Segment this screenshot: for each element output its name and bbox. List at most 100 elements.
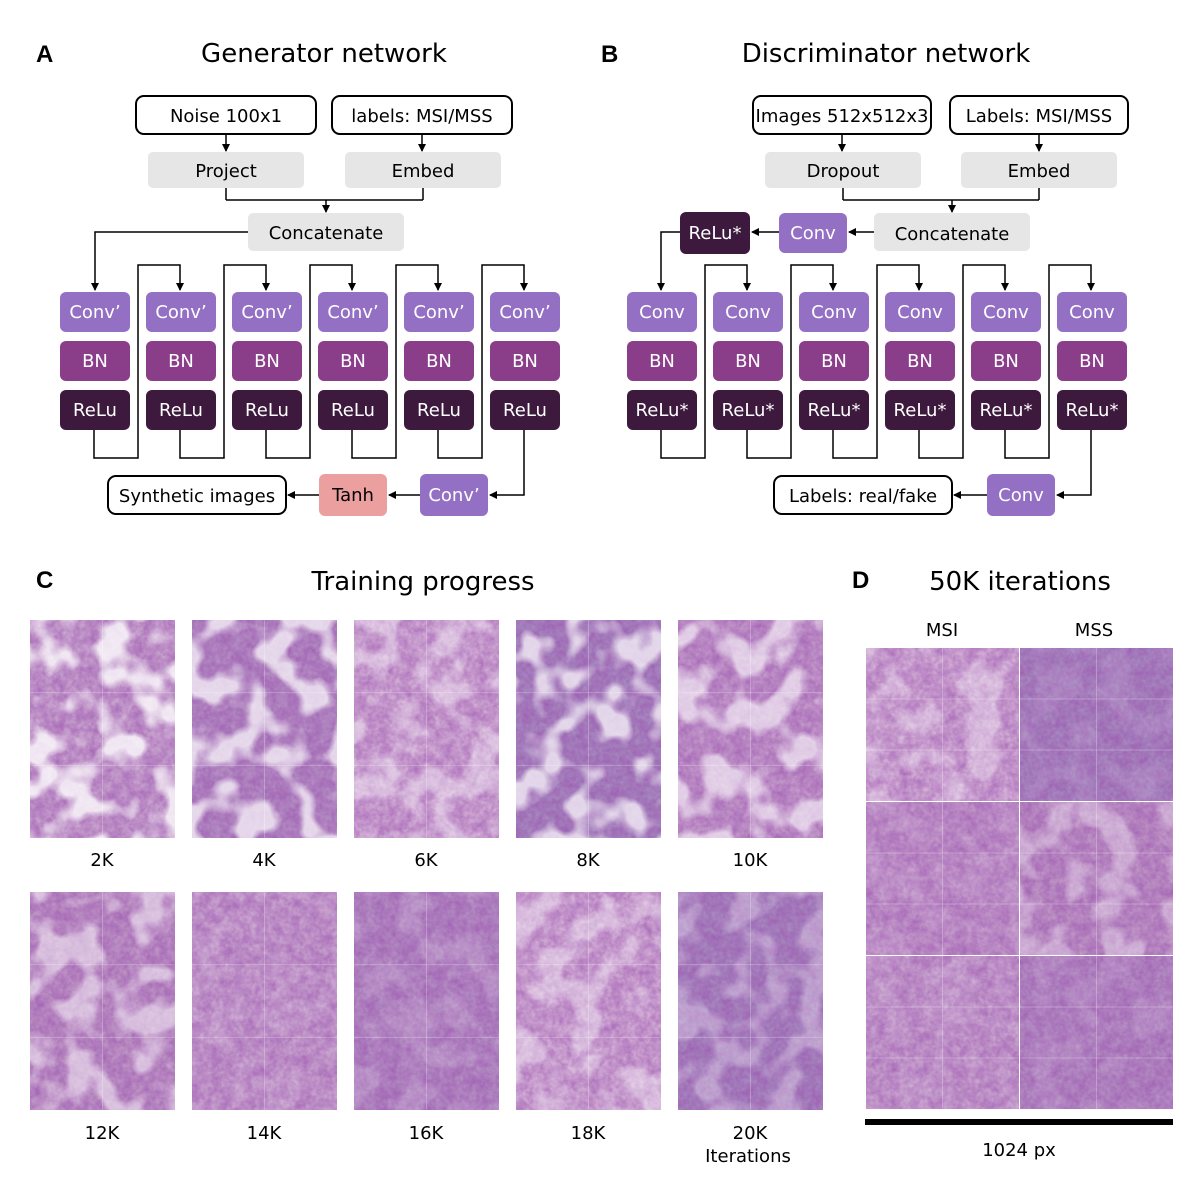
training-caption-4K: 4K bbox=[252, 850, 276, 871]
training-tile-6K bbox=[354, 620, 499, 838]
gen-conv-label-3: Conv’ bbox=[241, 302, 292, 323]
panel-a: A Generator network Noise 100x1 labels: … bbox=[36, 39, 560, 516]
50k-image-grid bbox=[866, 648, 1173, 1109]
training-caption-2K: 2K bbox=[90, 850, 114, 871]
images-input-label: Images 512x512x3 bbox=[756, 106, 929, 127]
training-tiles: 2K4K6K8K10K12K14K16K18K20K bbox=[30, 620, 823, 1144]
embed-label: Embed bbox=[392, 161, 455, 182]
panel-b-letter: B bbox=[601, 41, 618, 68]
training-tile-12K bbox=[30, 892, 175, 1110]
sample-image-6 bbox=[1020, 956, 1173, 1109]
dis-conv-label-2: Conv bbox=[725, 302, 771, 323]
final-conv-label: Conv’ bbox=[428, 485, 479, 506]
dis-relu-label-5: ReLu* bbox=[980, 400, 1033, 421]
concatenate-b-label: Concatenate bbox=[895, 224, 1010, 245]
training-tile-16K bbox=[354, 892, 499, 1110]
dis-connector-final bbox=[1057, 430, 1091, 495]
dis-bn-label-2: BN bbox=[735, 351, 761, 372]
sample-image-1 bbox=[866, 648, 1019, 801]
panel-c: C Training progress 2K 4K 6K 8K 10K 12K 14K 16K… bbox=[30, 567, 823, 1167]
training-caption-16K: 16K bbox=[409, 1123, 445, 1144]
gen-bn-label-6: BN bbox=[512, 351, 538, 372]
gen-conv-label-5: Conv’ bbox=[413, 302, 464, 323]
panel-c-letter: C bbox=[36, 567, 53, 594]
gen-conv-label-2: Conv’ bbox=[155, 302, 206, 323]
gen-relu-label-3: ReLu bbox=[245, 400, 289, 421]
sample-image-2 bbox=[1020, 648, 1173, 801]
training-tile-14K bbox=[192, 892, 337, 1110]
scale-bar-label: 1024 px bbox=[982, 1140, 1056, 1161]
panel-a-letter: A bbox=[36, 41, 53, 68]
iterations-caption: Iterations bbox=[705, 1146, 791, 1167]
gen-conv-label-4: Conv’ bbox=[327, 302, 378, 323]
project-label: Project bbox=[195, 161, 257, 182]
dis-conv-label-4: Conv bbox=[897, 302, 943, 323]
relu-top-label: ReLu* bbox=[689, 223, 742, 244]
gen-bn-label-2: BN bbox=[168, 351, 194, 372]
sample-image-5 bbox=[866, 956, 1019, 1109]
dis-relu-label-3: ReLu* bbox=[808, 400, 861, 421]
generator-title: Generator network bbox=[201, 39, 447, 69]
real-fake-label: Labels: real/fake bbox=[789, 486, 937, 507]
gen-relu-label-4: ReLu bbox=[331, 400, 375, 421]
training-tile-18K bbox=[516, 892, 661, 1110]
gen-conv-label-1: Conv’ bbox=[69, 302, 120, 323]
labels-input-label: labels: MSI/MSS bbox=[351, 106, 492, 127]
training-progress-title: Training progress bbox=[310, 567, 534, 597]
dis-bn-label-5: BN bbox=[993, 351, 1019, 372]
gen-bn-label-1: BN bbox=[82, 351, 108, 372]
gen-relu-label-5: ReLu bbox=[417, 400, 461, 421]
training-caption-6K: 6K bbox=[414, 850, 438, 871]
training-caption-10K: 10K bbox=[733, 850, 769, 871]
dis-relu-label-2: ReLu* bbox=[722, 400, 775, 421]
dis-relu-label-1: ReLu* bbox=[636, 400, 689, 421]
dis-relu-label-4: ReLu* bbox=[894, 400, 947, 421]
training-tile-8K bbox=[516, 620, 661, 838]
training-caption-14K: 14K bbox=[247, 1123, 283, 1144]
training-tile-2K bbox=[30, 620, 175, 838]
conv-top-label: Conv bbox=[790, 223, 836, 244]
generator-layer-columns: Conv’ BN ReLu Conv’ BN ReLu Conv’ BN ReLu Conv’ BN… bbox=[60, 265, 560, 495]
dis-bn-label-3: BN bbox=[821, 351, 847, 372]
embed-b-label: Embed bbox=[1008, 161, 1071, 182]
discriminator-title: Discriminator network bbox=[742, 39, 1031, 69]
noise-input-label: Noise 100x1 bbox=[170, 106, 282, 127]
msi-column-label: MSI bbox=[926, 620, 958, 641]
gen-bn-label-3: BN bbox=[254, 351, 280, 372]
sample-image-3 bbox=[866, 802, 1019, 955]
50k-title: 50K iterations bbox=[929, 567, 1111, 597]
gen-conv-label-6: Conv’ bbox=[499, 302, 550, 323]
dropout-label: Dropout bbox=[807, 161, 880, 182]
training-tile-10K bbox=[678, 620, 823, 838]
gen-bn-label-5: BN bbox=[426, 351, 452, 372]
gen-relu-label-2: ReLu bbox=[159, 400, 203, 421]
dis-relu-label-6: ReLu* bbox=[1066, 400, 1119, 421]
concatenate-label: Concatenate bbox=[269, 223, 384, 244]
dis-conv-label-1: Conv bbox=[639, 302, 685, 323]
dis-conv-label-6: Conv bbox=[1069, 302, 1115, 323]
final-conv-b-label: Conv bbox=[998, 485, 1044, 506]
dis-bn-label-4: BN bbox=[907, 351, 933, 372]
synthetic-images-label: Synthetic images bbox=[119, 486, 275, 507]
labels-msi-mss-label: Labels: MSI/MSS bbox=[966, 106, 1112, 127]
gen-relu-label-1: ReLu bbox=[73, 400, 117, 421]
training-caption-20K: 20K bbox=[733, 1123, 769, 1144]
scale-bar bbox=[865, 1119, 1173, 1125]
mss-column-label: MSS bbox=[1075, 620, 1113, 641]
panel-b: B Discriminator network Images 512x512x3… bbox=[601, 39, 1128, 516]
training-caption-12K: 12K bbox=[85, 1123, 121, 1144]
training-caption-8K: 8K bbox=[576, 850, 600, 871]
dis-bn-label-1: BN bbox=[649, 351, 675, 372]
tanh-label: Tanh bbox=[331, 485, 374, 506]
panel-d-letter: D bbox=[852, 567, 869, 594]
panel-d: D 50K iterations MSI MSS 1024 px bbox=[852, 567, 1173, 1161]
training-tile-20K bbox=[678, 892, 823, 1110]
gen-bn-label-4: BN bbox=[340, 351, 366, 372]
training-tile-4K bbox=[192, 620, 337, 838]
sample-image-4 bbox=[1020, 802, 1173, 955]
gen-connector-final bbox=[490, 430, 524, 495]
dis-conv-label-5: Conv bbox=[983, 302, 1029, 323]
dis-bn-label-6: BN bbox=[1079, 351, 1105, 372]
